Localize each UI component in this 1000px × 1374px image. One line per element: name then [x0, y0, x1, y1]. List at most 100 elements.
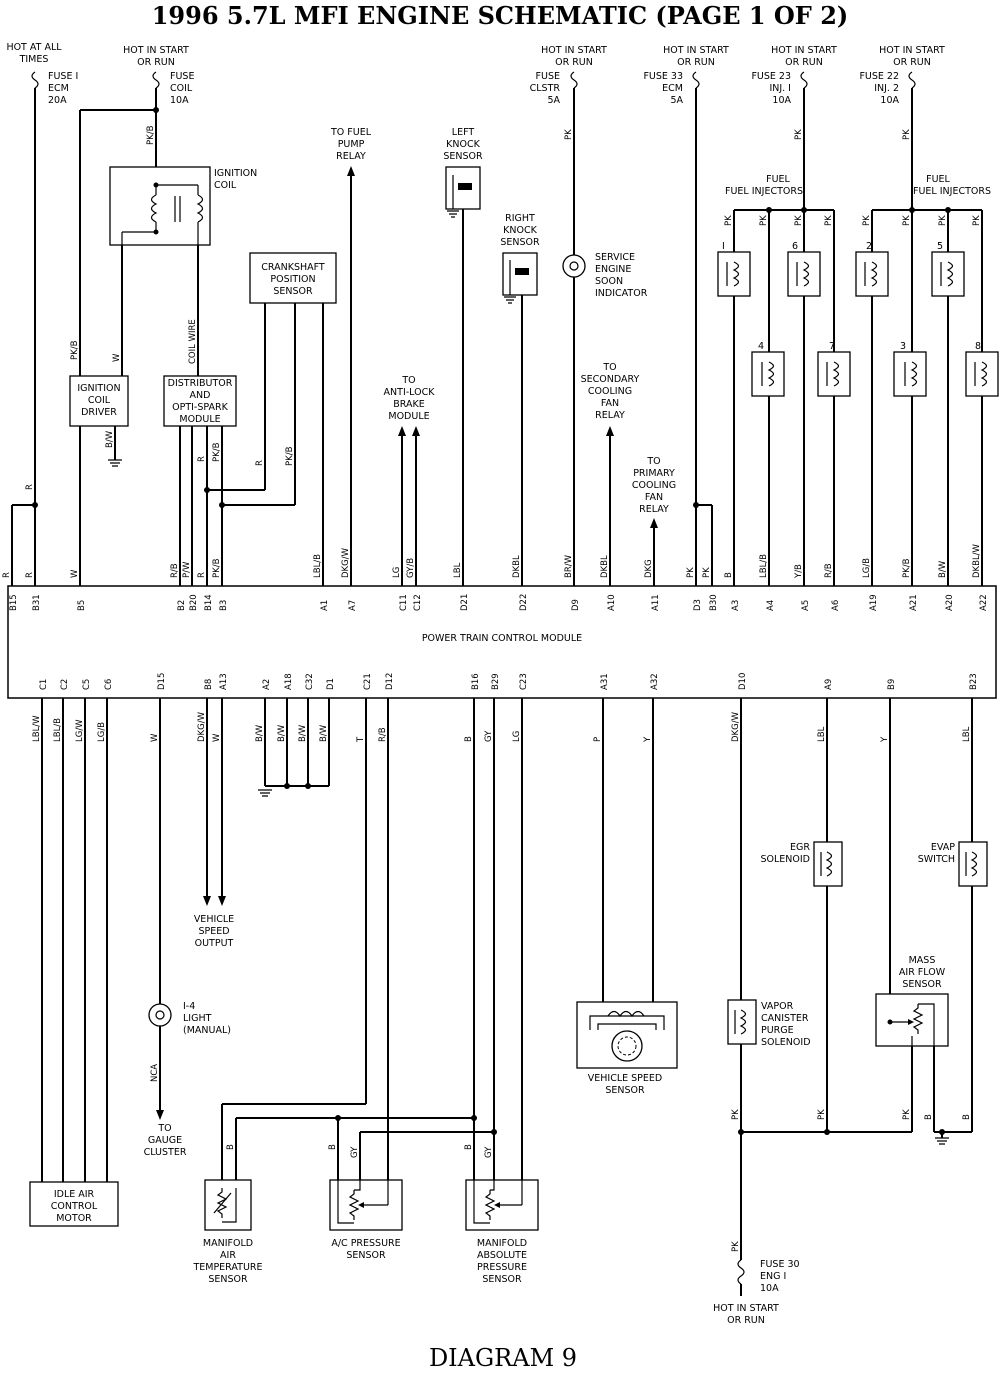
wire-color-label: PK/B — [285, 446, 295, 466]
fuse-source-label: HOT AT ALL — [6, 42, 62, 53]
wire-color-label: LG/W — [75, 719, 85, 742]
wire-color-label: R — [255, 460, 265, 466]
fuse-label: FUSE 23 — [751, 71, 791, 82]
fuse-inj2-10a: HOT IN START OR RUN FUSE 22 INJ. 2 10A — [859, 45, 945, 106]
egr-solenoid-box — [813, 841, 843, 887]
wire-color-label: B — [464, 736, 474, 742]
pcm-pin-label: A2 — [262, 679, 272, 690]
wire-color-label: B/W — [319, 724, 329, 742]
splice-dot — [32, 502, 38, 508]
component-label: SENSOR — [605, 1085, 645, 1096]
pcm-box — [7, 585, 997, 699]
wire-color-label: PK — [972, 215, 982, 226]
indicator-bulb-icon — [569, 261, 579, 271]
component-label: PRIMARY — [633, 468, 675, 479]
component-label: INDICATOR — [595, 288, 648, 299]
arrow-up-icon — [650, 518, 658, 528]
component-label: OPTI-SPARK — [172, 402, 228, 413]
wire-color-label: T — [356, 736, 366, 743]
pcm-pin-label: B23 — [969, 673, 979, 690]
component-label: POSITION — [270, 274, 315, 285]
wire-color-label: LBL/B — [313, 554, 323, 578]
wire-color-label: B — [328, 1144, 338, 1150]
solenoid-coil-icon — [870, 261, 878, 287]
vss-reluctor-icon — [617, 1036, 637, 1056]
fuse-symbol-icon — [152, 71, 160, 89]
wire-color-label: B — [226, 1144, 236, 1150]
ignition-coil-label: COIL — [214, 180, 237, 191]
injector-number: 5 — [937, 241, 943, 252]
coil-winding-icon — [196, 194, 204, 223]
fuse-symbol-icon — [692, 71, 700, 89]
wire-color-label: PK/B — [212, 442, 222, 462]
wire-color-label: LBL/B — [759, 554, 769, 578]
pcm-pin-label: B31 — [32, 594, 42, 611]
fuse-label: FUSE 30 — [760, 1259, 800, 1270]
purge-solenoid-box — [727, 999, 757, 1045]
component-label: CANISTER — [761, 1013, 809, 1024]
injector-box — [751, 351, 785, 397]
fuse-label: 10A — [170, 95, 189, 106]
wire-color-label: W — [212, 733, 222, 742]
component-label: LEFT — [452, 127, 475, 138]
wire-color-label: P — [593, 737, 603, 742]
pcm-pin-label: B2 — [177, 600, 187, 611]
upper-wiring: R PK/B PK/B IGNITION COIL W COIL WIRE IG… — [11, 88, 999, 586]
shift-light-icon — [148, 1003, 172, 1027]
component-label: A/C PRESSURE — [331, 1238, 400, 1249]
fuse-inj1-10a: HOT IN START OR RUN FUSE 23 INJ. I 10A — [751, 45, 837, 106]
splice-dot — [491, 1129, 497, 1135]
fuse-source-label: HOT IN START — [713, 1303, 779, 1314]
pcm-pin-label: D10 — [738, 673, 748, 690]
maf-sensor-box — [875, 993, 949, 1047]
component-label: LIGHT — [183, 1013, 212, 1024]
distributor-box — [163, 375, 237, 427]
fuse-source-label: TIMES — [19, 54, 49, 65]
pcm-pin-label: D9 — [571, 599, 581, 611]
component-label: SENSOR — [346, 1250, 386, 1261]
indicator-bulb-icon — [562, 254, 586, 278]
pcm-bottom-pins: C1LBL/WC2LBL/BC5LG/WC6LG/BD15WB8DKG/WA13… — [32, 673, 979, 743]
injector-2: 2 — [855, 241, 889, 297]
wire-color-label: PK — [794, 129, 804, 140]
component-label: MANIFOLD — [477, 1238, 527, 1249]
wire-color-label: DKBL — [600, 555, 610, 578]
wire-color-label: DKG/W — [197, 711, 207, 742]
wire-color-label: W — [150, 733, 160, 742]
pcm-pin-label: C11 — [399, 594, 409, 611]
pcm-pin-label: B30 — [709, 594, 719, 611]
component-label: VEHICLE — [194, 914, 234, 925]
wire-color-label: PK — [731, 1109, 741, 1120]
component-label: TO — [401, 375, 415, 386]
fuse-source-label: HOT IN START — [541, 45, 607, 56]
fuse-source-label: OR RUN — [727, 1315, 765, 1326]
wire-color-label: B — [962, 1114, 972, 1120]
injector-number: I — [722, 241, 725, 252]
solenoid-coil-icon — [739, 1009, 747, 1035]
component-label: SPEED — [198, 926, 229, 937]
fuse-label: FUSE — [170, 71, 194, 82]
wire-color-label: B/W — [255, 724, 265, 742]
pcm-pin-label: A22 — [979, 594, 989, 611]
wiper-arrow-icon — [358, 1202, 364, 1208]
component-label: RIGHT — [505, 213, 535, 224]
pcm-pin-label: A7 — [348, 600, 358, 611]
ignition-coil-label: IGNITION — [214, 168, 257, 179]
component-label: FAN — [645, 492, 663, 503]
fuse-label: 5A — [670, 95, 683, 106]
injector-number: 6 — [792, 241, 798, 252]
fuse-label: INJ. 2 — [874, 83, 899, 94]
injector-box — [787, 251, 821, 297]
wire-color-label: GY/B — [406, 558, 416, 578]
pcm-pin-label: A13 — [219, 673, 229, 690]
vss-coil-icon — [607, 1010, 645, 1018]
pcm-pin-label: C12 — [413, 594, 423, 611]
component-label: SENSOR — [443, 151, 483, 162]
ignition-coil-driver-box — [69, 375, 129, 427]
solenoid-coil-icon — [767, 361, 775, 387]
component-label: GAUGE — [148, 1135, 182, 1146]
diagram-caption: DIAGRAM 9 — [429, 1344, 577, 1372]
component-label: CRANKSHAFT — [261, 262, 325, 273]
wire-color-label: PK — [817, 1109, 827, 1120]
component-label: EGR — [790, 842, 810, 853]
